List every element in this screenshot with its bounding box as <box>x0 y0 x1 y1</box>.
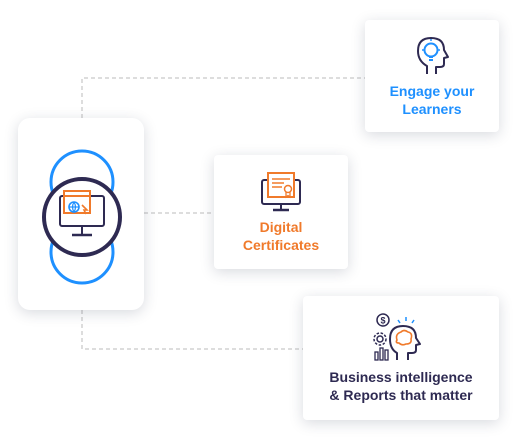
engage-title-line1: Engage your <box>389 83 475 99</box>
certificates-title-line2: Certificates <box>242 237 320 253</box>
svg-text:$: $ <box>380 316 385 326</box>
connector-engage <box>81 77 365 118</box>
hub-card <box>18 118 144 310</box>
certificates-title-line1: Digital <box>259 219 303 235</box>
card-certificates: Digital Certificates <box>214 155 348 269</box>
card-engage: Engage your Learners <box>365 20 499 132</box>
card-reports: $ Business intelligence & Reports that m… <box>303 296 499 420</box>
engage-title-line2: Learners <box>402 101 462 117</box>
reports-title-line2: & Reports that matter <box>329 387 473 403</box>
monitor-certificate-icon <box>261 172 301 212</box>
connector-reports <box>81 310 303 350</box>
head-lightbulb-icon <box>417 37 449 74</box>
head-analytics-icon: $ <box>373 313 421 361</box>
computer-globe-icon <box>59 190 105 237</box>
reports-title-line1: Business intelligence <box>329 369 473 385</box>
